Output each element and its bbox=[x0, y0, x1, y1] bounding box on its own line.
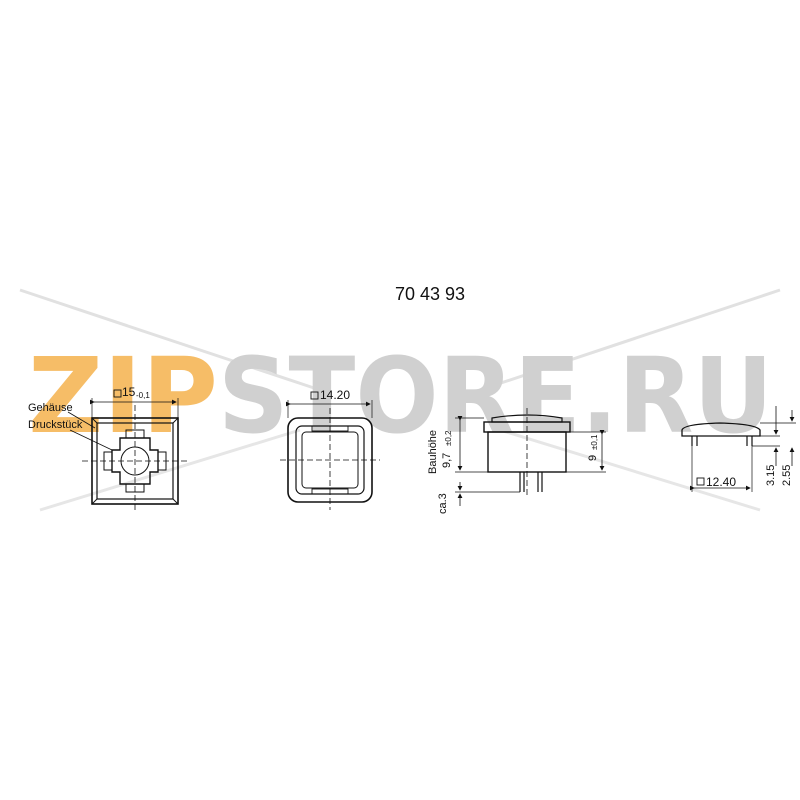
view1-dim-tolerance: -0,1 bbox=[136, 391, 150, 400]
view4-dim-a: 3.15 bbox=[765, 465, 777, 486]
watermark-store: STORE.RU bbox=[218, 335, 773, 457]
square-symbol-icon bbox=[310, 391, 319, 400]
label-housing: Gehäuse bbox=[28, 402, 73, 414]
label-height-value: 9,7 bbox=[441, 453, 453, 468]
view2-dim-label: 14.20 bbox=[320, 388, 350, 402]
part-number: 70 43 93 bbox=[395, 284, 465, 304]
label-height-word: Bauhöhe bbox=[427, 430, 439, 474]
label-pin-length: ca.3 bbox=[437, 493, 449, 514]
label-nine-tolerance: ±0,1 bbox=[590, 434, 599, 450]
view-top-housing bbox=[67, 398, 188, 512]
view-side-cap bbox=[681, 406, 796, 492]
label-nine: 9 bbox=[587, 455, 599, 461]
label-height-tolerance: ±0,2 bbox=[444, 430, 453, 446]
square-symbol-icon bbox=[696, 477, 705, 486]
square-symbol-icon bbox=[113, 389, 122, 398]
view-top-cap bbox=[280, 400, 380, 510]
watermark-zip: ZIP bbox=[28, 335, 218, 457]
view1-dim-label: 15 bbox=[122, 385, 136, 399]
label-plunger: Druckstück bbox=[28, 419, 83, 431]
view4-dim-width: 12.40 bbox=[706, 475, 736, 489]
view-side-switch bbox=[455, 408, 606, 506]
watermark: ZIP STORE.RU bbox=[19, 288, 781, 512]
view4-dim-b: 2.55 bbox=[781, 465, 793, 486]
